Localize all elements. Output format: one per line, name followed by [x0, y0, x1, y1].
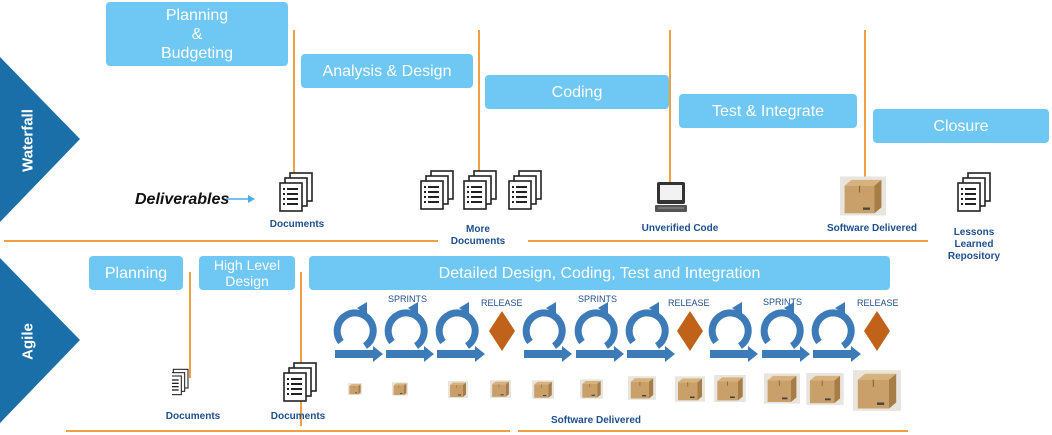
cardboard-box-icon: [675, 376, 705, 402]
output-software-delivered: Software Delivered: [826, 223, 918, 234]
output-more-documents: More Documents: [450, 224, 506, 247]
agile-phase-high-level-design: High Level Design: [199, 256, 295, 290]
sprints-label: SPRINTS: [578, 294, 618, 304]
agile-output-software-delivered: Software Delivered: [550, 415, 642, 426]
waterfall-side-label: Waterfall: [19, 109, 37, 172]
agile-chevron: [0, 258, 80, 423]
cardboard-box-icon: [853, 370, 901, 411]
agile-baseline: [518, 430, 908, 432]
connector-line: [478, 30, 480, 175]
agile-phase-planning: Planning: [89, 256, 183, 290]
cardboard-box-icon: [448, 381, 468, 398]
connector-line: [293, 30, 295, 175]
output-lessons-learned: Lessons Learned Repository: [947, 227, 1001, 262]
cardboard-box-icon: [532, 380, 554, 399]
phase-planning-budgeting: Planning & Budgeting: [106, 2, 288, 66]
phase-analysis-design: Analysis & Design: [301, 54, 473, 88]
cardboard-box-icon: [348, 383, 362, 395]
connector-line: [864, 30, 866, 180]
diamond-icon: [864, 311, 890, 351]
sprints-label: SPRINTS: [388, 294, 428, 304]
document-stack-icon: [463, 170, 499, 210]
output-unverified-code: Unverified Code: [641, 223, 719, 234]
document-stack-icon: [279, 172, 315, 212]
cardboard-box-icon: [580, 379, 603, 399]
cardboard-box-icon: [714, 375, 746, 402]
waterfall-chevron: [0, 57, 80, 222]
diamond-icon: [677, 311, 703, 351]
release-label: RELEASE: [668, 298, 710, 308]
agile-output-documents: Documents: [270, 411, 326, 422]
circular-arrow-icon: [333, 302, 383, 362]
cardboard-box-icon: [806, 373, 844, 405]
release-label: RELEASE: [857, 298, 899, 308]
sprints-label: SPRINTS: [763, 297, 803, 307]
document-stack-icon: [283, 362, 319, 402]
waterfall-baseline: [528, 240, 928, 242]
deliverables-label: Deliverables: [135, 191, 230, 208]
computer-icon: [655, 182, 687, 212]
waterfall-baseline: [4, 240, 438, 242]
document-stack-icon: [508, 170, 544, 210]
document-stack-icon: [172, 362, 208, 402]
cardboard-box-icon: [628, 376, 656, 400]
agile-side-label: Agile: [19, 323, 37, 360]
cardboard-box-icon: [840, 176, 886, 216]
circular-arrow-icon: [760, 302, 810, 362]
circular-arrow-icon: [435, 302, 485, 362]
circular-arrow-icon: [522, 302, 572, 362]
output-documents: Documents: [269, 219, 325, 230]
agile-phase-detailed-design: Detailed Design, Coding, Test and Integr…: [309, 256, 890, 290]
phase-coding: Coding: [485, 75, 669, 109]
phase-test-integrate: Test & Integrate: [679, 94, 857, 128]
circular-arrow-icon: [574, 302, 624, 362]
document-stack-icon: [957, 172, 993, 212]
phase-closure: Closure: [873, 109, 1049, 143]
connector-line: [669, 30, 671, 185]
cardboard-box-icon: [392, 382, 408, 396]
cardboard-box-icon: [490, 380, 511, 398]
circular-arrow-icon: [708, 302, 758, 362]
circular-arrow-icon: [625, 302, 675, 362]
agile-baseline: [66, 430, 510, 432]
cardboard-box-icon: [764, 373, 800, 404]
arrow-right-icon: [226, 195, 255, 203]
document-stack-icon: [420, 170, 456, 210]
diamond-icon: [489, 311, 515, 351]
circular-arrow-icon: [811, 302, 861, 362]
agile-output-documents: Documents: [165, 411, 221, 422]
release-label: RELEASE: [481, 298, 523, 308]
circular-arrow-icon: [384, 302, 434, 362]
connector-line: [189, 272, 191, 378]
connector-line: [300, 272, 302, 426]
